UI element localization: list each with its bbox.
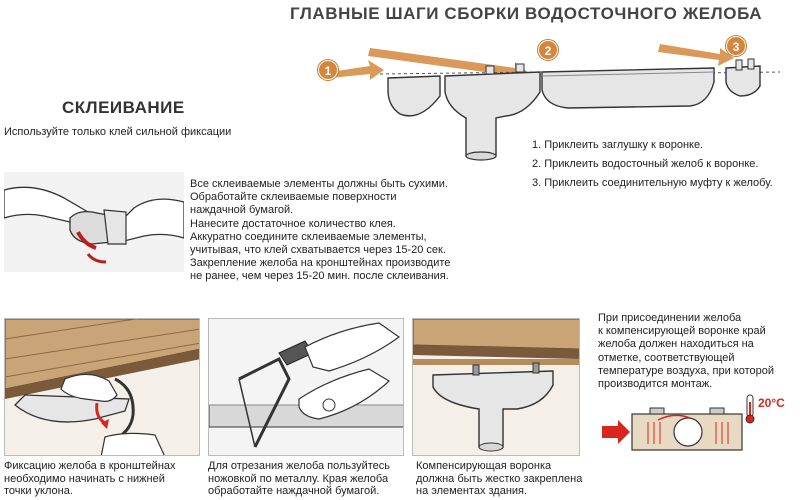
gluing-line: Нанесите достаточное количество клея. [190, 217, 396, 230]
gluing-line: Обработайте склеиваемые поверхности [190, 191, 397, 204]
gluing-line: Все склеиваемые элементы должны быть сух… [190, 178, 448, 190]
caption-line: Компенсирующая воронка [416, 460, 552, 472]
gluing-line: учитывая, что клей схватывается через 15… [190, 244, 446, 257]
cutting-caption: Для отрезания желоба пользуйтесь ножовко… [208, 460, 390, 498]
assembly-step-3: 3. Приклеить соединительную муфту к жело… [532, 177, 773, 189]
caption-line: точки уклона. [4, 485, 73, 497]
gluing-line: Закрепление желоба на кронштейнах произв… [190, 257, 451, 270]
bracket-illustration [5, 319, 199, 455]
funnel-caption: Компенсирующая воронка должна быть жестк… [416, 460, 582, 498]
caption-line: Фиксацию желоба в кронштейнах [4, 460, 176, 472]
compensation-line: желоба должен находиться на [598, 338, 754, 351]
gluing-line: наждачной бумагой. [190, 204, 294, 217]
caption-line: должна быть жестко закреплена [416, 472, 583, 485]
funnel-illustration [413, 319, 579, 455]
caption-line: Для отрезания желоба пользуйтесь [208, 460, 390, 472]
page-title: ГЛАВНЫЕ ШАГИ СБОРКИ ВОДОСТОЧНОГО ЖЕЛОБА [290, 4, 763, 23]
gluing-line: Аккуратно соедините склеиваемые элементы… [190, 230, 427, 243]
assembly-step-2: 2. Приклеить водосточный желоб к воронке… [532, 158, 759, 170]
gluing-line: не ранее, чем через 15-20 мин. после скл… [190, 270, 449, 283]
funnel-panel [412, 318, 580, 456]
compensation-line: к компенсирующей воронке край [598, 325, 766, 338]
assembly-step-1: 1. Приклеить заглушку к воронке. [532, 139, 704, 151]
compensation-line: производится монтаж. [598, 378, 713, 391]
assembly-steps: 1. Приклеить заглушку к воронке. 2. Прик… [532, 136, 773, 193]
step-arrow-icon [368, 48, 530, 82]
temperature-label: 20°C [758, 396, 785, 410]
thermometer-icon [745, 394, 755, 424]
caption-line: обработайте наждачной бумагой. [208, 485, 380, 497]
caption-line: ножовкой по металлу. Края желоба [208, 472, 389, 485]
caption-line: необходимо начинать с нижней [4, 472, 165, 485]
compensation-line: При присоединении желоба [598, 312, 742, 324]
hand-icon [298, 322, 401, 420]
assembly-illustration [330, 44, 781, 161]
bracket-panel [4, 318, 200, 456]
step-badge-1: 1 [318, 60, 338, 80]
cutting-panel [208, 318, 404, 456]
compensation-line: отметке, соответствующей [598, 351, 735, 364]
gluing-subtitle: Используйте только клей сильной фиксации [4, 126, 232, 138]
cutting-illustration [209, 319, 403, 455]
hand-icon [60, 373, 165, 455]
step-arrow-icon [330, 60, 384, 80]
compensation-diagram [602, 407, 743, 451]
step-badge-3: 3 [726, 36, 746, 56]
caption-line: на элементах здания. [416, 485, 528, 497]
compensation-text: При присоединении желоба к компенсирующе… [598, 312, 774, 391]
gluing-heading: СКЛЕИВАНИЕ [62, 98, 185, 117]
gluing-illustration [4, 172, 184, 272]
step-arrow-icon [658, 44, 734, 66]
step-badge-2: 2 [538, 40, 558, 60]
compensation-line: температуре воздуха, при которой [598, 364, 775, 377]
bracket-caption: Фиксацию желоба в кронштейнах необходимо… [4, 460, 176, 498]
gluing-instructions: Все склеиваемые элементы должны быть сух… [190, 178, 450, 284]
